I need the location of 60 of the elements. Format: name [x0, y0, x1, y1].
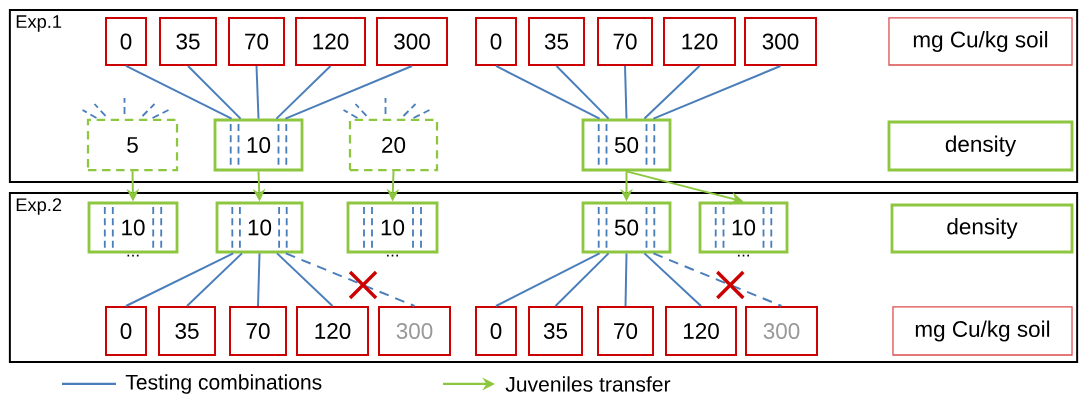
- connector-line: [187, 65, 242, 120]
- dose-box: 120: [663, 17, 736, 66]
- dose-box: 120: [296, 306, 369, 356]
- connector-line: [276, 252, 334, 307]
- connector-line: [284, 65, 413, 120]
- connector-line: [624, 252, 628, 307]
- dose-box: 35: [528, 17, 585, 66]
- dose-box: 300: [744, 17, 817, 66]
- dose-box: 0: [475, 306, 517, 356]
- dose-box: 70: [228, 17, 285, 66]
- ellipsis: ...: [738, 254, 749, 257]
- connector-line: [652, 252, 783, 307]
- connector-line: [125, 65, 233, 120]
- dose-box: 0: [105, 306, 147, 356]
- density-box: 10: [215, 201, 304, 254]
- density-box: 10: [698, 201, 789, 254]
- dose-box: 120: [295, 17, 366, 66]
- legend-box: mg Cu/kg soil: [888, 17, 1073, 66]
- density-box: 10: [213, 118, 304, 172]
- connector-line: [125, 252, 235, 307]
- dose-box: 70: [229, 306, 287, 356]
- dose-box: 70: [597, 306, 654, 356]
- connector-line: [652, 65, 782, 120]
- dose-box: 300: [376, 17, 448, 66]
- connector-line: [255, 65, 260, 120]
- connector-line: [554, 252, 610, 307]
- connector-line: [186, 252, 243, 307]
- ellipsis: ...: [127, 254, 139, 257]
- density-box: 50: [581, 118, 672, 172]
- legend-box: density: [887, 120, 1074, 172]
- connector-line: [555, 65, 610, 120]
- connector-line: [495, 252, 601, 307]
- legend-text: Testing combinations: [125, 374, 322, 394]
- connector-line: [495, 65, 601, 120]
- dashed-density-box: 20: [342, 97, 439, 172]
- legend-text: Juveniles transfer: [505, 376, 671, 392]
- dose-box: 300: [378, 306, 451, 356]
- connector-line: [643, 65, 701, 120]
- dose-box: 35: [158, 306, 216, 356]
- dashed-density-box: 5: [81, 97, 179, 172]
- connector-line: [624, 65, 628, 120]
- connector-line: [275, 65, 332, 120]
- connector-line: [643, 252, 702, 307]
- legend-box: mg Cu/kg soil: [892, 306, 1073, 356]
- dose-box: 120: [665, 306, 737, 356]
- panel-label: Exp.1: [16, 15, 62, 32]
- connector-line: [257, 252, 261, 307]
- dose-box: 35: [528, 306, 583, 356]
- ellipsis: ...: [387, 254, 398, 257]
- panel-label: Exp.2: [16, 198, 62, 215]
- connector-line: [284, 252, 416, 307]
- density-box: 10: [346, 201, 439, 254]
- dose-box: 0: [475, 17, 517, 66]
- dose-box: 300: [745, 306, 818, 356]
- density-box: 10: [87, 201, 179, 254]
- legend-box: density: [890, 203, 1074, 254]
- density-box: 50: [581, 201, 672, 254]
- dose-box: 35: [159, 17, 217, 66]
- dose-box: 0: [105, 17, 147, 66]
- dose-box: 70: [597, 17, 653, 66]
